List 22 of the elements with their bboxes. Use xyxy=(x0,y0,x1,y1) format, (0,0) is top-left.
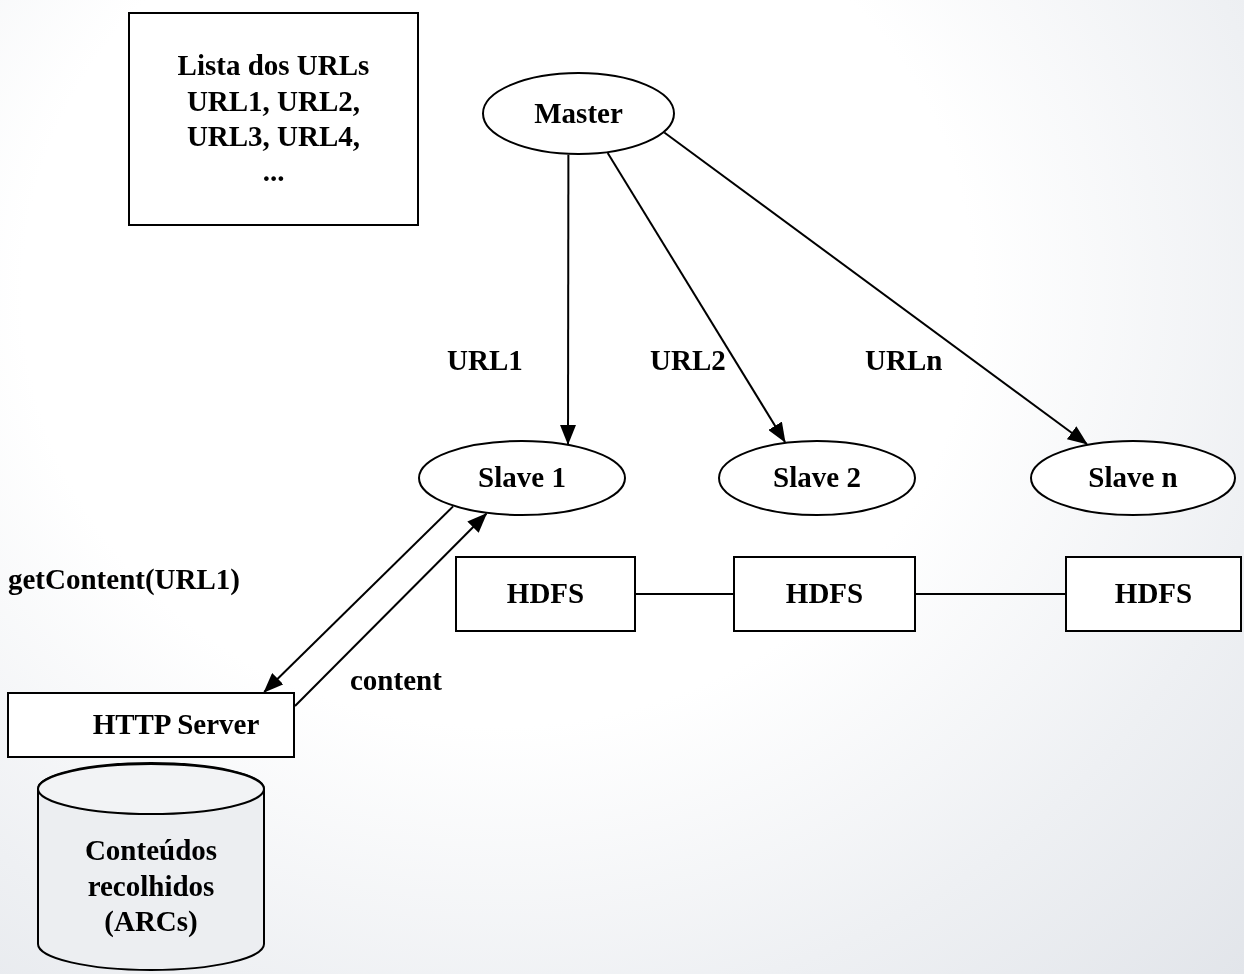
connector-line xyxy=(915,593,1066,595)
edge-label: getContent(URL1) xyxy=(8,563,240,596)
node-label: HDFS xyxy=(506,576,585,612)
node-label: Master xyxy=(534,95,623,131)
arrow xyxy=(663,131,1088,445)
arrow xyxy=(606,152,786,443)
edge-label: URLn xyxy=(865,344,943,377)
edge-label: content xyxy=(350,664,442,697)
edge-label: URL1 xyxy=(447,344,523,377)
node-label: Conteúdos recolhidos (ARCs) xyxy=(83,833,219,940)
node-label: Slave 1 xyxy=(478,460,566,496)
node-label: Slave 2 xyxy=(773,460,861,496)
node-label: HTTP Server xyxy=(92,707,260,743)
node-label: Lista dos URLs URL1, URL2, URL3, URL4, ... xyxy=(176,48,371,190)
connector-line xyxy=(635,593,734,595)
node-label: Slave n xyxy=(1088,460,1178,496)
node-label: HDFS xyxy=(1114,576,1193,612)
edge-label: URL2 xyxy=(650,344,726,377)
arrow xyxy=(560,153,577,445)
node-label: HDFS xyxy=(785,576,864,612)
arrow xyxy=(263,505,455,693)
arrow xyxy=(294,512,488,707)
